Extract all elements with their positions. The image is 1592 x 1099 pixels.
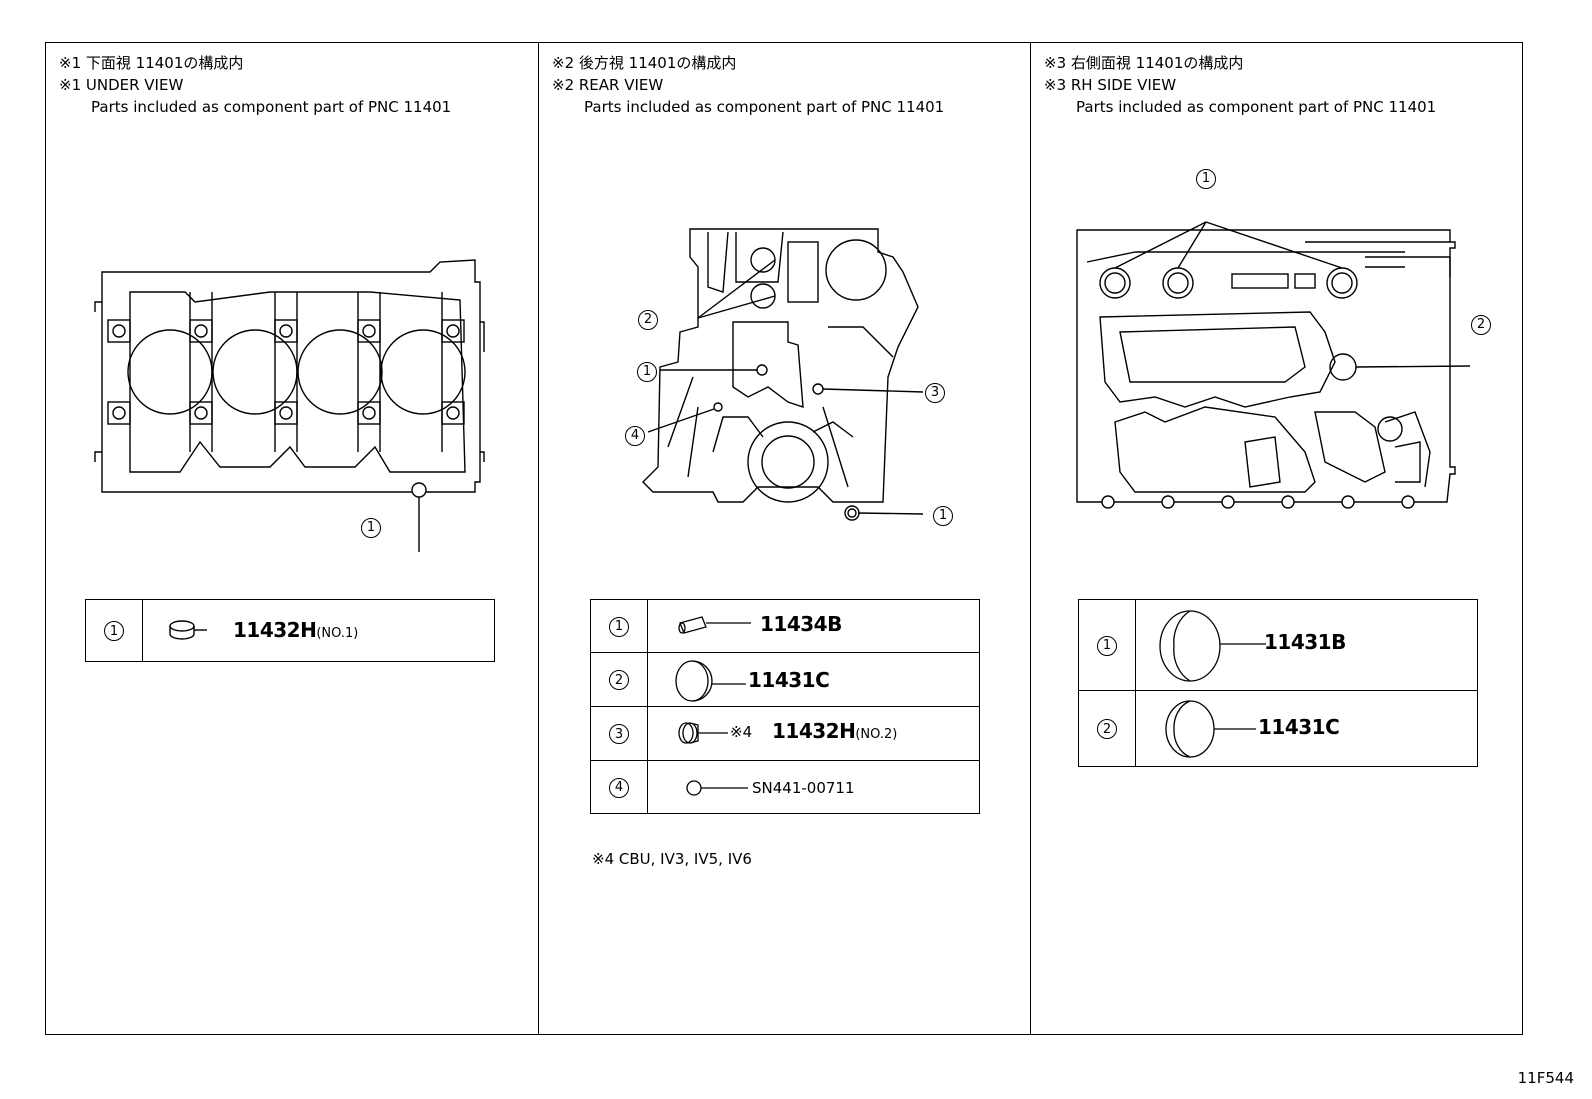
part-number: SN441-00711 — [752, 779, 855, 797]
panel-rear-view: ※2 後方視 11401の構成内 ※2 REAR VIEW Parts incl… — [538, 42, 1030, 1035]
header-jp: ※2 後方視 11401の構成内 — [552, 54, 737, 72]
panel-under-view: ※1 下面視 11401の構成内 ※1 UNDER VIEW Parts inc… — [45, 42, 538, 1035]
panel-divider — [538, 42, 539, 1035]
row-number: 4 — [609, 777, 629, 798]
cap-plug-large-icon — [1159, 610, 1266, 682]
block-rh-side-view-drawing — [1076, 221, 1471, 509]
part-number: 11431C — [748, 668, 830, 692]
panel-divider — [1030, 42, 1031, 1035]
figure-id: 11F544 — [1517, 1069, 1574, 1087]
plug-icon — [169, 620, 207, 640]
part-suffix: (NO.1) — [316, 626, 359, 641]
cap-plug-icon — [675, 660, 746, 702]
row-number: 1 — [1097, 635, 1117, 656]
part-number: 11434B — [760, 612, 842, 636]
header-en: ※1 UNDER VIEW — [59, 76, 184, 94]
block-rear-view-drawing — [642, 228, 924, 521]
part-number: 11432H — [772, 719, 856, 743]
part-number: 11432H — [233, 618, 317, 642]
header-desc: Parts included as component part of PNC … — [1076, 98, 1437, 116]
block-under-view-drawing — [94, 259, 485, 552]
row-number: 2 — [609, 670, 629, 691]
part-number: 11431C — [1258, 715, 1340, 739]
cap-plug-icon — [1165, 700, 1256, 758]
parts-table: 1 11431B 2 11431C — [1078, 599, 1478, 767]
header-jp: ※1 下面視 11401の構成内 — [59, 54, 244, 72]
header-jp: ※3 右側面視 11401の構成内 — [1044, 54, 1244, 72]
header-desc: Parts included as component part of PNC … — [91, 98, 452, 116]
callout-1: 1 — [1196, 167, 1216, 189]
callout-1: 1 — [933, 504, 953, 526]
callout-1: 1 — [361, 516, 381, 538]
parts-row: 1 11431B — [1078, 599, 1478, 691]
parts-table: 1 11432H(NO.1) — [85, 599, 495, 662]
parts-row: 2 11431C — [590, 652, 980, 707]
callout-2: 2 — [1471, 313, 1491, 335]
callout-3: 3 — [925, 381, 945, 403]
cup-plug-icon — [678, 722, 728, 744]
panel-header: ※3 右側面視 11401の構成内 ※3 RH SIDE VIEW Parts … — [1044, 52, 1436, 118]
diagram-frame — [45, 42, 1523, 1035]
header-en: ※3 RH SIDE VIEW — [1044, 76, 1177, 94]
panel-header: ※1 下面視 11401の構成内 ※1 UNDER VIEW Parts inc… — [59, 52, 451, 118]
parts-row: 1 11434B — [590, 599, 980, 653]
callout-1: 1 — [637, 360, 657, 382]
parts-row: 3 ※4 11432H(NO.2) — [590, 706, 980, 761]
callout-4: 4 — [625, 424, 645, 446]
row-number: 2 — [1097, 719, 1117, 740]
note-ref: ※4 — [730, 723, 753, 741]
parts-table: 1 11434B 2 11431C 3 — [590, 599, 980, 814]
panel-header: ※2 後方視 11401の構成内 ※2 REAR VIEW Parts incl… — [552, 52, 944, 118]
header-en: ※2 REAR VIEW — [552, 76, 664, 94]
parts-row: 1 11432H(NO.1) — [85, 599, 495, 662]
row-number: 1 — [609, 616, 629, 637]
parts-row: 2 11431C — [1078, 690, 1478, 767]
callout-2: 2 — [638, 308, 658, 330]
panel-rh-side-view: ※3 右側面視 11401の構成内 ※3 RH SIDE VIEW Parts … — [1030, 42, 1523, 1035]
parts-row: 4 SN441-00711 — [590, 760, 980, 814]
header-desc: Parts included as component part of PNC … — [584, 98, 945, 116]
row-number: 1 — [104, 621, 124, 642]
part-number: 11431B — [1264, 630, 1346, 654]
ball-icon — [686, 780, 748, 796]
dowel-pin-icon — [678, 616, 751, 634]
row-number: 3 — [609, 724, 629, 745]
footnote: ※4 CBU, IV3, IV5, IV6 — [592, 850, 752, 868]
part-suffix: (NO.2) — [855, 727, 898, 742]
